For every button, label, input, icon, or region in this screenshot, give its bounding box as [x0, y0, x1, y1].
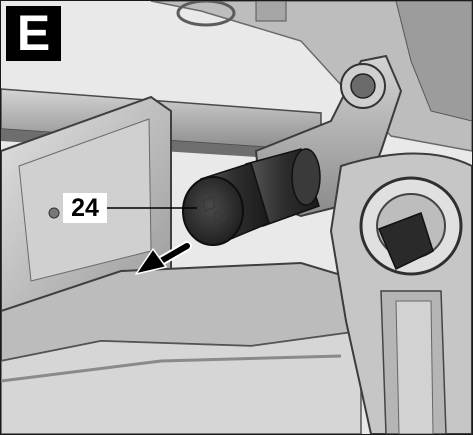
pull-direction-arrow-icon	[135, 241, 192, 275]
part-callout-label: 24	[63, 193, 107, 223]
step-letter-badge: E	[6, 6, 61, 61]
